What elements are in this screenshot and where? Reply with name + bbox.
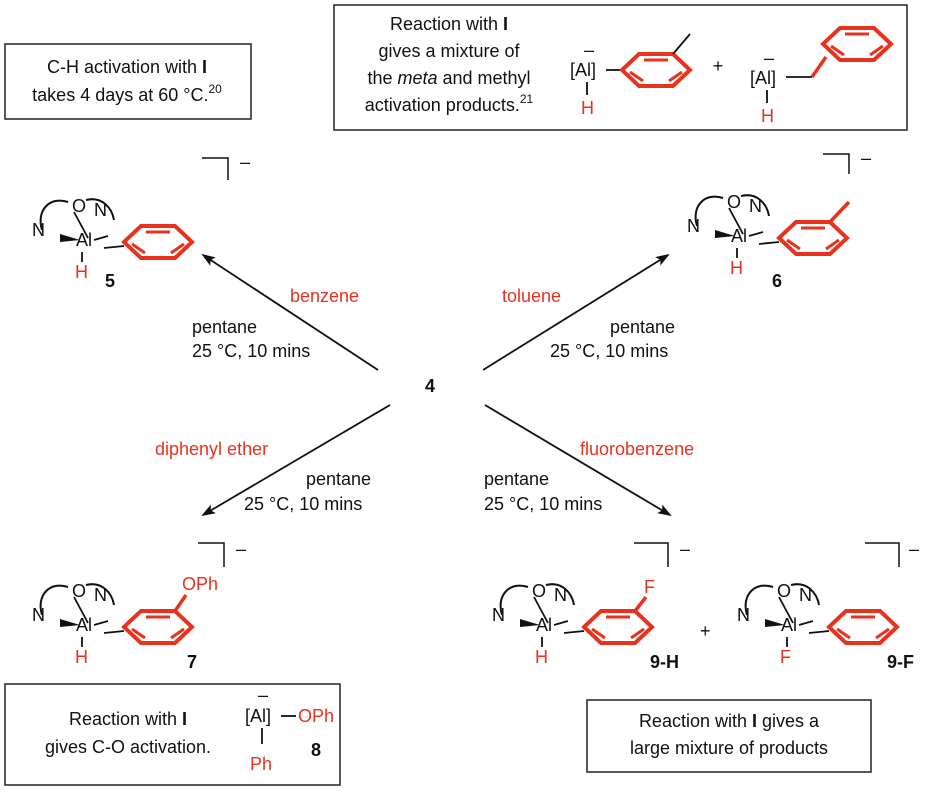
svg-text:N: N [554,585,567,605]
compound-9h-label: 9-H [650,652,679,672]
reagent-benzene: benzene [290,286,359,306]
svg-text:OPh: OPh [182,574,218,594]
plus-sign: + [700,621,711,641]
solvent-top-right: pentane [610,317,675,337]
svg-text:N: N [749,196,762,216]
box-bottom-left-line2: gives C-O activation. [45,737,211,757]
svg-text:–: – [764,48,774,68]
svg-text:H: H [75,647,88,667]
svg-text:H: H [730,258,743,278]
svg-text:–: – [584,40,594,60]
box-bottom-right: Reaction with I gives a large mixture of… [586,699,872,773]
solvent-top-left: pentane [192,317,257,337]
box-top-left-line1: C-H activation with I [47,57,207,77]
reagent-toluene: toluene [502,286,561,306]
svg-text:–: – [236,539,246,559]
compound-8-structure: – [Al] OPh Ph 8 [245,685,334,774]
svg-text:[Al]: [Al] [750,68,776,88]
reagent-fluorobenzene: fluorobenzene [580,439,694,459]
svg-text:H: H [581,98,594,118]
compound-7-label: 7 [187,652,197,672]
svg-text:–: – [680,539,690,559]
svg-text:H: H [75,262,88,282]
svg-text:H: H [535,647,548,667]
svg-text:O: O [72,196,86,216]
svg-text:Al: Al [76,230,92,250]
box-top-right: Reaction with I gives a mixture of the m… [333,4,908,131]
box-top-left: C-H activation with I takes 4 days at 60… [4,43,252,120]
svg-text:Al: Al [781,615,797,635]
svg-text:–: – [861,148,871,168]
compound-8-label: 8 [311,740,321,760]
svg-text:N: N [492,605,505,625]
svg-text:N: N [94,585,107,605]
compound-9f-structure: O N N Al F – [737,539,919,667]
reagent-diphenyl-ether: diphenyl ether [155,439,268,459]
svg-text:Al: Al [536,615,552,635]
svg-text:N: N [32,605,45,625]
solvent-bottom-left: pentane [306,469,371,489]
box-top-right-line1: Reaction with I [390,14,508,34]
box-bottom-right-line2: large mixture of products [630,738,828,758]
svg-text:OPh: OPh [298,706,334,726]
compound-4-label: 4 [425,376,435,396]
compound-9f-label: 9-F [887,652,914,672]
svg-text:[Al]: [Al] [570,60,596,80]
svg-text:N: N [32,220,45,240]
svg-text:F: F [780,647,791,667]
svg-text:Al: Al [76,615,92,635]
compound-5-label: 5 [105,271,115,291]
svg-text:–: – [909,539,919,559]
svg-text:O: O [777,581,791,601]
al-benzyl-structure: – [Al] H [750,26,893,126]
svg-text:Al: Al [731,226,747,246]
svg-text:[Al]: [Al] [245,706,271,726]
svg-text:O: O [532,581,546,601]
box-bottom-left: Reaction with I gives C-O activation. – … [4,683,341,786]
conditions-bottom-left: 25 °C, 10 mins [244,494,362,514]
conditions-top-left: 25 °C, 10 mins [192,341,310,361]
compound-5-structure: O N N Al H – [32,152,250,282]
svg-text:–: – [240,152,250,172]
svg-text:N: N [687,216,700,236]
box-top-right-line3: the meta and methyl [367,68,530,88]
compound-9h-structure: O N N Al H F – [492,539,690,667]
arrows [201,253,672,517]
conditions-top-right: 25 °C, 10 mins [550,341,668,361]
compound-6-label: 6 [772,271,782,291]
box-top-right-line2: gives a mixture of [378,41,520,61]
solvent-bottom-right: pentane [484,469,549,489]
svg-text:N: N [94,200,107,220]
box-top-right-line4: activation products.21 [365,92,534,115]
svg-text:F: F [644,577,655,597]
box-bottom-right-line1: Reaction with I gives a [639,711,820,731]
svg-text:Ph: Ph [250,754,272,774]
svg-text:O: O [72,581,86,601]
svg-text:N: N [799,585,812,605]
svg-text:–: – [258,685,268,705]
svg-text:O: O [727,192,741,212]
compound-6-structure: O N N Al H – [687,148,871,278]
svg-text:N: N [737,605,750,625]
box-top-left-line2: takes 4 days at 60 °C.20 [32,82,222,105]
svg-text:H: H [761,106,774,126]
conditions-bottom-right: 25 °C, 10 mins [484,494,602,514]
al-meta-tolyl-structure: – [Al] H [570,33,692,118]
svg-text:+: + [713,56,724,76]
box-bottom-left-line1: Reaction with I [69,709,187,729]
compound-7-structure: O N N Al H OPh – [32,539,246,667]
